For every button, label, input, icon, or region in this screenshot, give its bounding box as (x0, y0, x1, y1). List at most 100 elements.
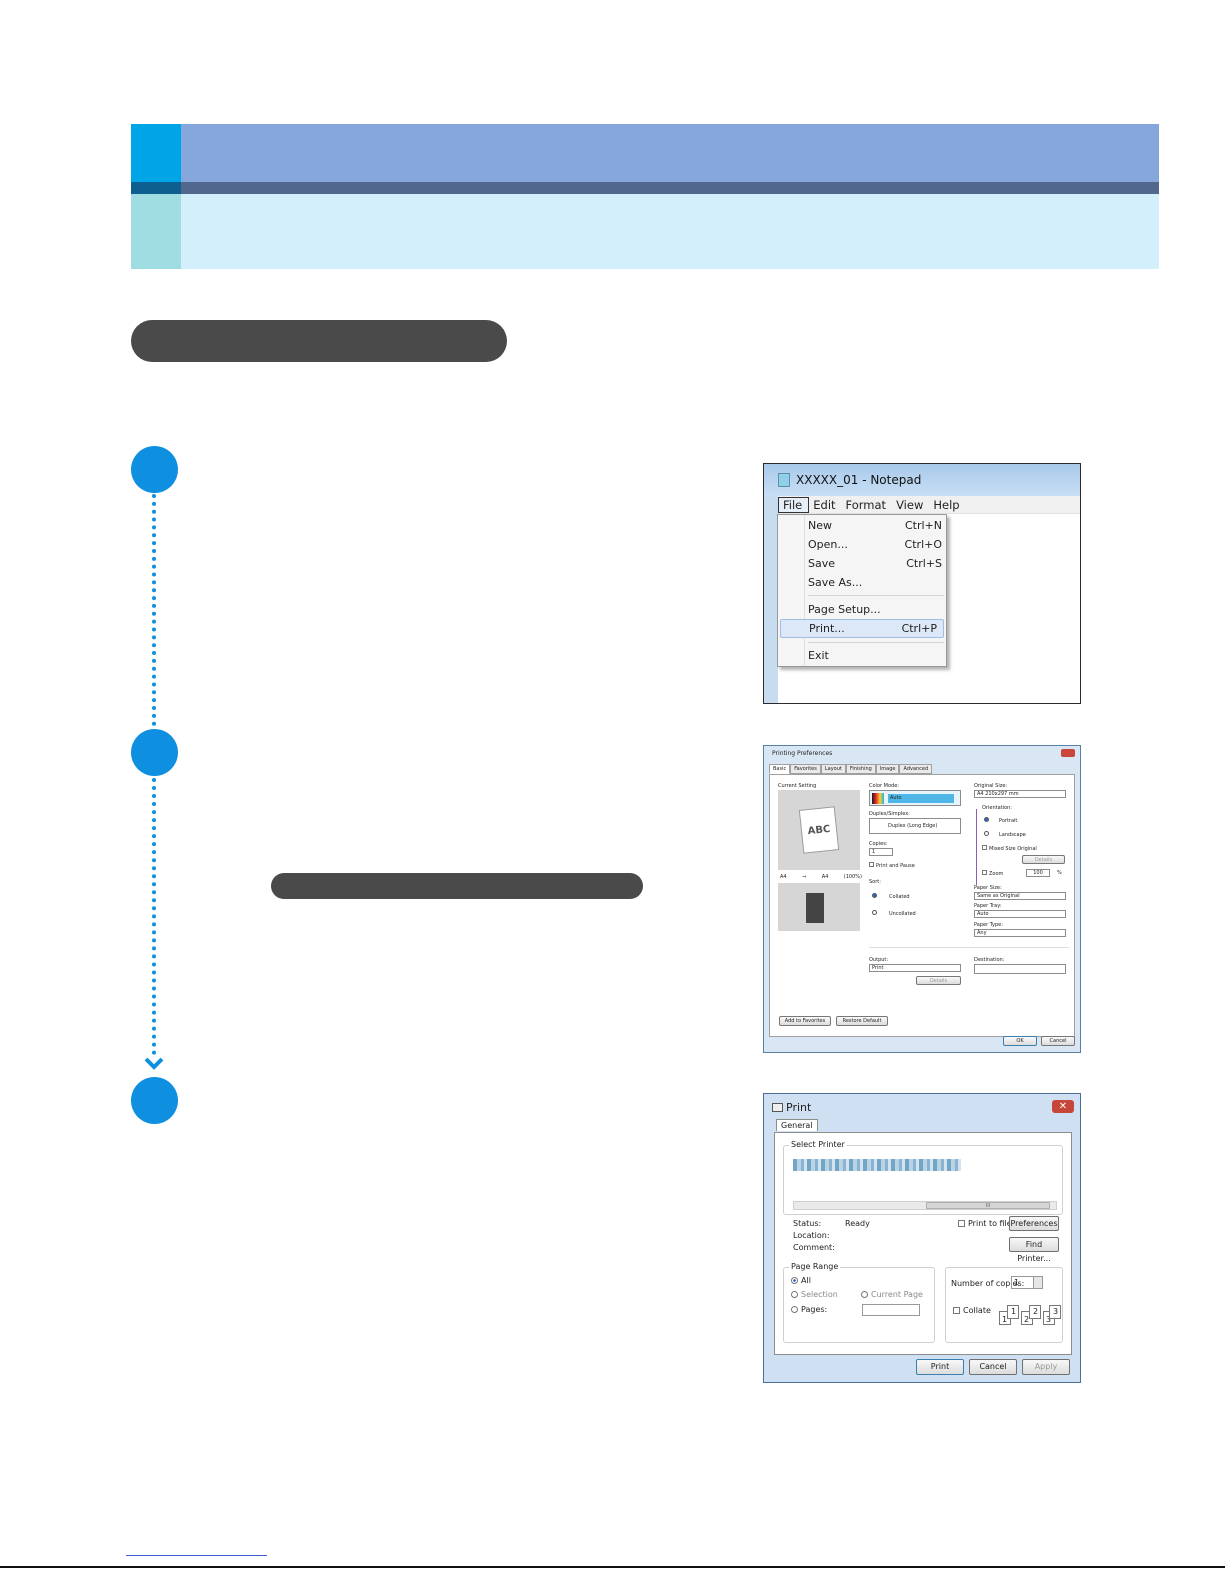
print-title: Print (786, 1101, 812, 1114)
duplex-select[interactable]: Duplex (Long Edge) (869, 818, 961, 834)
current-page-radio[interactable]: Current Page (861, 1290, 923, 1299)
tab-advanced[interactable]: Advanced (899, 764, 933, 774)
menu-format[interactable]: Format (845, 497, 887, 512)
zoom-checkbox[interactable]: Zoom (982, 870, 1003, 877)
menu-item-print[interactable]: Print... Ctrl+P (780, 619, 944, 638)
copies-stepper[interactable]: 1 (1011, 1276, 1043, 1289)
close-icon[interactable]: ✕ (1052, 1100, 1074, 1113)
menu-item-save-as[interactable]: Save As... (808, 573, 942, 592)
notepad-titlebar: XXXXX_01 - Notepad (764, 464, 1080, 496)
paper-tray-label: Paper Tray: (974, 903, 1002, 909)
restore-default-button[interactable]: Restore Default (836, 1016, 888, 1026)
details-button[interactable]: Details (1022, 855, 1065, 864)
output-select[interactable]: Print (869, 964, 961, 972)
printing-preferences-screenshot: Printing Preferences Basic Favorites Lay… (763, 745, 1081, 1053)
step-connector-1 (152, 494, 156, 726)
zoom-input[interactable]: 100 (1026, 869, 1050, 877)
collate-pages-icon: 1 1 2 2 3 3 (993, 1303, 1061, 1329)
current-setting-label: Current Setting (778, 783, 817, 789)
mixed-size-checkbox[interactable]: Mixed Size Original (982, 845, 1037, 852)
ok-button[interactable]: OK (1003, 1036, 1037, 1046)
menu-edit[interactable]: Edit (813, 497, 836, 512)
selection-radio[interactable]: Selection (791, 1290, 838, 1299)
print-to-file-label: Print to file (968, 1219, 1012, 1228)
menu-item-label: Exit (808, 649, 829, 662)
stepper-arrows-icon[interactable] (1033, 1277, 1042, 1288)
close-icon[interactable] (1061, 749, 1075, 757)
color-mode-select[interactable]: Auto (869, 790, 961, 806)
menu-file[interactable]: File (778, 496, 810, 513)
size-from: A4 (780, 874, 787, 880)
notepad-window-edge (764, 496, 778, 703)
prefs-tabs: Basic Favorites Layout Finishing Image A… (769, 764, 933, 774)
all-radio[interactable]: All (791, 1276, 811, 1285)
destination-input[interactable] (974, 964, 1066, 974)
collate-checkbox[interactable]: Collate (953, 1306, 991, 1315)
selection-label: Selection (801, 1290, 838, 1299)
apply-button[interactable]: Apply (1022, 1359, 1070, 1375)
preferences-button[interactable]: Preferences (1009, 1216, 1059, 1231)
tab-general[interactable]: General (776, 1119, 818, 1131)
footer-link-underline[interactable] (126, 1555, 267, 1556)
number-of-copies-label: Number of copies: (951, 1279, 1025, 1288)
page-range-label: Page Range (789, 1262, 841, 1271)
menu-item-label: Save As... (808, 576, 863, 589)
pages-radio[interactable]: Pages: (791, 1305, 827, 1314)
tab-layout[interactable]: Layout (820, 764, 846, 774)
cancel-button[interactable]: Cancel (1041, 1036, 1075, 1046)
menu-item-open[interactable]: Open... Ctrl+O (808, 535, 942, 554)
find-printer-button[interactable]: Find Printer... (1009, 1237, 1059, 1263)
header-sub-accent (131, 194, 181, 269)
menu-item-shortcut: Ctrl+S (906, 557, 942, 570)
pages-input[interactable] (862, 1304, 920, 1316)
menu-item-save[interactable]: Save Ctrl+S (808, 554, 942, 573)
header-accent-square (131, 124, 181, 182)
header-title-bar (181, 124, 1159, 182)
original-size-select[interactable]: A4 210x297 mm (974, 790, 1066, 798)
size-to: A4 (821, 874, 829, 880)
collate-label: Collate (963, 1306, 991, 1315)
status-label: Status: (793, 1219, 822, 1228)
portrait-radio[interactable]: Portrait (984, 817, 1017, 824)
copies-group (945, 1267, 1063, 1343)
step-2-marker (131, 729, 178, 776)
duplex-label: Duplex/Simplex: (869, 811, 910, 817)
prefs-body: Current Setting ABC A4 ⇒ A4 (100%) Color… (769, 774, 1075, 1037)
copies-input[interactable]: 1 (869, 848, 893, 856)
menu-item-label: Save (808, 557, 836, 570)
tab-favorites[interactable]: Favorites (790, 764, 821, 774)
menu-item-label: Print... (809, 622, 845, 635)
paper-type-select[interactable]: Any (974, 929, 1066, 937)
printer-list-scrollbar[interactable]: III (793, 1201, 1057, 1210)
paper-size-select[interactable]: Same as Original (974, 892, 1066, 900)
file-menu-dropdown: New Ctrl+N Open... Ctrl+O Save Ctrl+S Sa… (777, 514, 947, 667)
output-details-button[interactable]: Details (916, 976, 961, 985)
uncollated-radio[interactable]: Uncollated (872, 910, 916, 917)
color-mode-icon (872, 793, 884, 804)
menu-item-label: New (808, 519, 832, 532)
collated-label: Collated (889, 894, 910, 900)
add-to-favorites-button[interactable]: Add to Favorites (779, 1016, 831, 1026)
notepad-screenshot: XXXXX_01 - Notepad File Edit Format View… (763, 463, 1081, 704)
menu-help[interactable]: Help (933, 497, 960, 512)
paper-tray-select[interactable]: Auto (974, 910, 1066, 918)
tab-finishing[interactable]: Finishing (845, 764, 876, 774)
menu-item-exit[interactable]: Exit (808, 646, 942, 665)
collated-radio[interactable]: Collated (872, 893, 910, 900)
menu-gutter (804, 515, 805, 666)
print-button[interactable]: Print (916, 1359, 964, 1375)
print-to-file-checkbox[interactable]: Print to file (958, 1219, 1012, 1228)
landscape-radio[interactable]: Landscape (984, 831, 1026, 838)
notepad-title: XXXXX_01 - Notepad (796, 473, 922, 487)
scrollbar-thumb[interactable]: III (926, 1202, 1050, 1209)
menu-item-page-setup[interactable]: Page Setup... (808, 600, 942, 619)
tab-basic[interactable]: Basic (769, 764, 791, 774)
printer-list-blurred[interactable] (793, 1159, 961, 1171)
tab-image[interactable]: Image (875, 764, 900, 774)
menu-view[interactable]: View (896, 497, 924, 512)
cancel-button[interactable]: Cancel (969, 1359, 1017, 1375)
menu-item-new[interactable]: New Ctrl+N (808, 516, 942, 535)
copies-label: Copies: (869, 841, 888, 847)
print-pause-checkbox[interactable]: Print and Pause (869, 862, 915, 869)
destination-label: Destination: (974, 957, 1005, 963)
